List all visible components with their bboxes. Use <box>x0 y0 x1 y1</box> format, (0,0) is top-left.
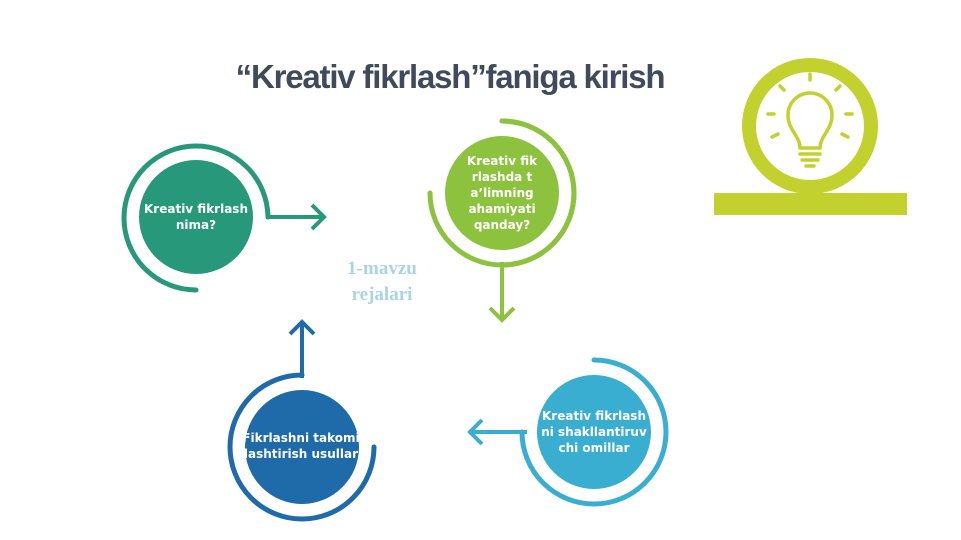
node-4-arrow-head <box>288 319 316 336</box>
node-2-shape <box>427 118 577 323</box>
node-3-arrow-head <box>467 418 484 446</box>
lightbulb-icon-inner <box>756 72 864 180</box>
node-3-ring-arc <box>519 357 669 507</box>
node-4-circle <box>245 390 359 504</box>
page-title: “Kreativ fikrlash”faniga kirish <box>235 58 666 95</box>
center-label-line1: 1-mavzu <box>347 258 417 279</box>
node-4-label: Fikrlashni takomillashtirish usullari <box>242 431 364 461</box>
lightbulb-icon <box>714 58 907 215</box>
node-1-label: Kreativ fikrlash nima? <box>144 202 248 232</box>
node-4-ring-arc <box>227 372 377 522</box>
node-3-circle <box>537 375 651 489</box>
node-1-arrow-head <box>310 203 327 231</box>
node-2-arrow-head <box>488 306 516 323</box>
lightbulb-icon-base <box>714 193 907 215</box>
node-1-shape <box>121 143 327 293</box>
center-label-line2: rejalari <box>351 284 413 305</box>
node-1-ring-arc <box>121 143 271 293</box>
node-2-circle <box>445 136 559 250</box>
node-3-label: Kreativ fikrlashni shakllantiruvchi omil… <box>541 409 647 455</box>
node-2-ring-arc-right <box>499 118 577 268</box>
lightbulb-icon-bulb <box>766 72 854 168</box>
node-3-shape <box>467 357 669 507</box>
node-1-circle <box>139 160 253 274</box>
center-label: 1-mavzu rejalari <box>318 256 446 308</box>
node-2-label: Kreativ fikrlashda ta’limning ahamiyati … <box>466 154 538 232</box>
node-4-shape <box>227 319 377 522</box>
